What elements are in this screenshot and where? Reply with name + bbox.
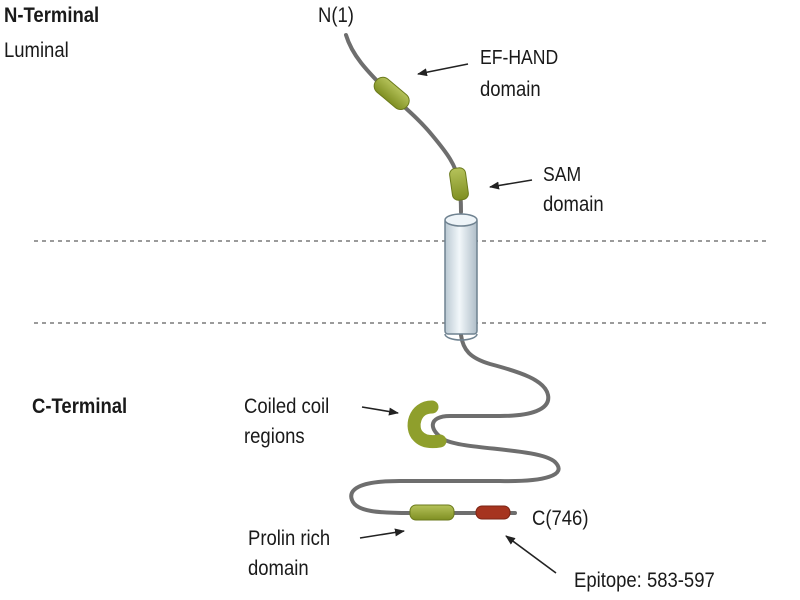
coiled-coil-label-line2: regions bbox=[244, 425, 305, 448]
proline-rich-domain bbox=[409, 504, 455, 521]
prolin-label-line1: Prolin rich bbox=[248, 527, 331, 550]
n-terminal-subtitle: Luminal bbox=[4, 39, 69, 62]
sam-label-line2: domain bbox=[543, 193, 604, 216]
prolin-arrow bbox=[359, 528, 405, 539]
ef-hand-label-line2: domain bbox=[480, 78, 541, 101]
n-terminal-title: N-Terminal bbox=[4, 4, 100, 27]
n-end-label: N(1) bbox=[318, 4, 354, 27]
coiled-coil-arrow bbox=[361, 406, 399, 416]
prolin-label-line2: domain bbox=[248, 557, 309, 580]
c-terminal-title: C-Terminal bbox=[32, 395, 128, 418]
sam-arrow bbox=[489, 179, 533, 190]
epitope-segment bbox=[475, 505, 511, 520]
coiled-coil-domain bbox=[407, 400, 447, 449]
n-terminal-chain bbox=[344, 33, 463, 214]
c-end-label: C(746) bbox=[532, 507, 589, 530]
c-terminal-chain bbox=[349, 333, 561, 515]
sam-domain bbox=[449, 167, 469, 201]
coiled-coil-label-line1: Coiled coil bbox=[244, 395, 330, 418]
sam-label-line1: SAM bbox=[543, 164, 582, 186]
epitope-label: Epitope: 583-597 bbox=[574, 569, 715, 592]
ef-hand-arrow bbox=[417, 63, 469, 77]
ef-hand-domain bbox=[373, 76, 410, 110]
ef-hand-label-line1: EF-HAND bbox=[480, 47, 559, 69]
transmembrane-helix bbox=[444, 213, 478, 341]
epitope-arrow bbox=[505, 535, 557, 574]
